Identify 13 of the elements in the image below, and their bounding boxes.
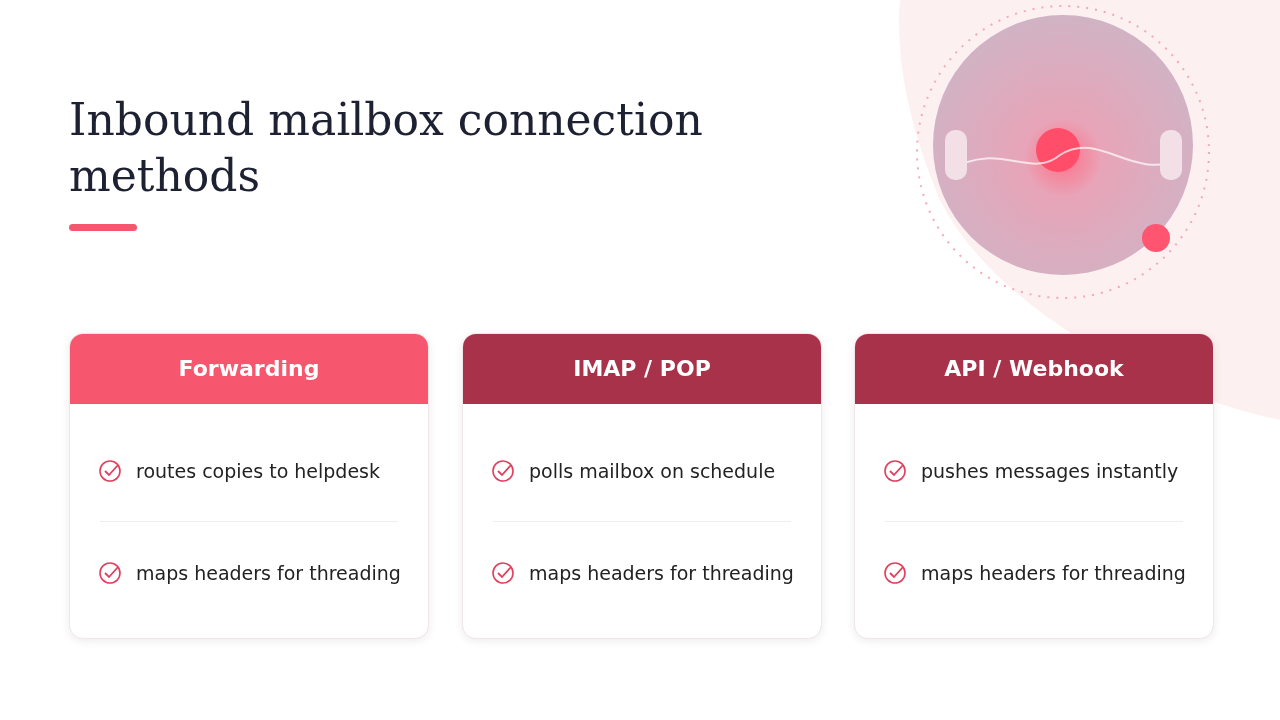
list-item: routes copies to helpdesk bbox=[136, 458, 381, 484]
list-item: polls mailbox on schedule bbox=[529, 458, 777, 484]
list-item: maps headers for threading bbox=[921, 560, 1187, 586]
card-header: IMAP / POP bbox=[463, 334, 821, 404]
card-header: API / Webhook bbox=[855, 334, 1213, 404]
card-header: Forwarding bbox=[70, 334, 428, 404]
card bbox=[462, 333, 822, 639]
title: Inbound mailbox connection methods bbox=[69, 93, 704, 203]
list-item: maps headers for threading bbox=[136, 560, 402, 586]
list-item: pushes messages instantly bbox=[921, 458, 1180, 484]
list-item: maps headers for threading bbox=[529, 560, 795, 586]
card bbox=[854, 333, 1214, 639]
card bbox=[69, 333, 429, 639]
